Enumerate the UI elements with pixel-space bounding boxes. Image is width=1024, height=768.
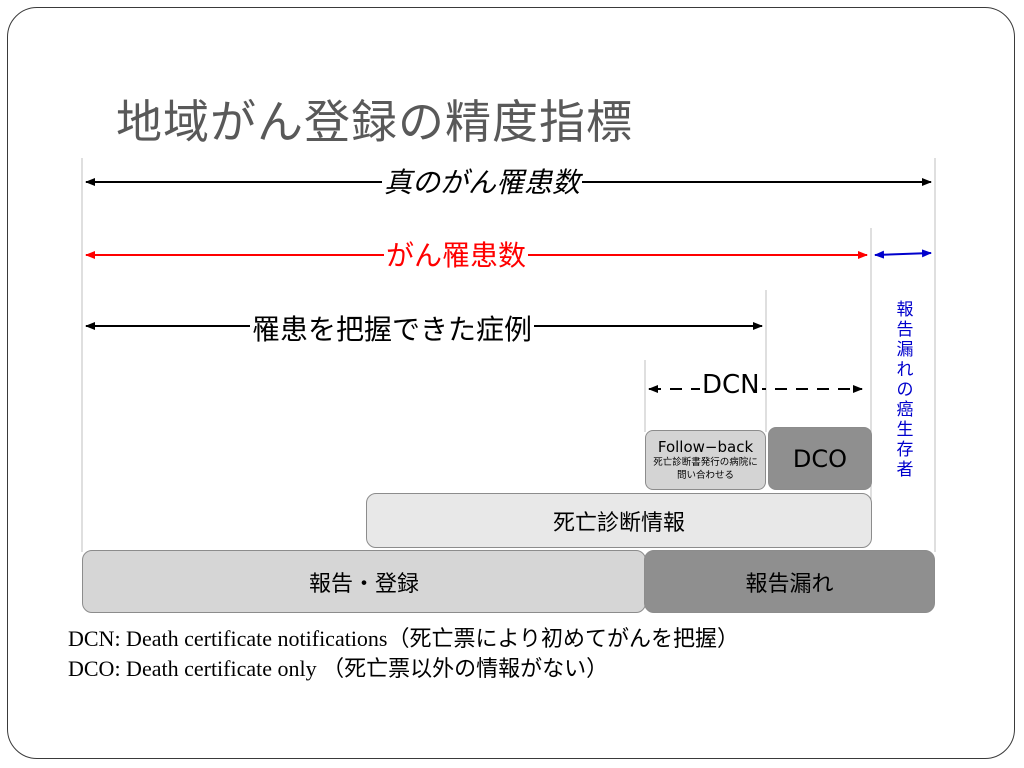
follow-back-box: Follow−back 死亡診断書発行の病院に問い合わせる	[645, 430, 766, 490]
dcn-label: DCN	[700, 370, 762, 400]
report-registration-box: 報告・登録	[82, 550, 646, 613]
footnote-dco: DCO: Death certificate only （死亡票以外の情報がない…	[68, 656, 609, 681]
true-incidence-label: 真のがん罹患数	[382, 161, 583, 201]
registered-incidence-label: がん罹患数	[384, 234, 529, 274]
report-missing-box: 報告漏れ	[644, 550, 935, 613]
death-certificate-info-box: 死亡診断情報	[366, 493, 872, 548]
missing-survivors-vertical-label: 報告漏れの癌生存者	[896, 300, 914, 480]
follow-back-title: Follow−back	[657, 438, 754, 456]
follow-back-subtitle: 死亡診断書発行の病院に問い合わせる	[653, 457, 758, 481]
slide-frame	[7, 7, 1015, 759]
missing-survivors-arrow	[874, 249, 932, 259]
footnote-dcn: DCN: Death certificate notifications（死亡票…	[68, 626, 740, 651]
dco-box: DCO	[768, 427, 872, 490]
grasped-cases-label: 罹患を把握できた症例	[250, 308, 535, 348]
slide-title: 地域がん登録の精度指標	[116, 95, 633, 149]
